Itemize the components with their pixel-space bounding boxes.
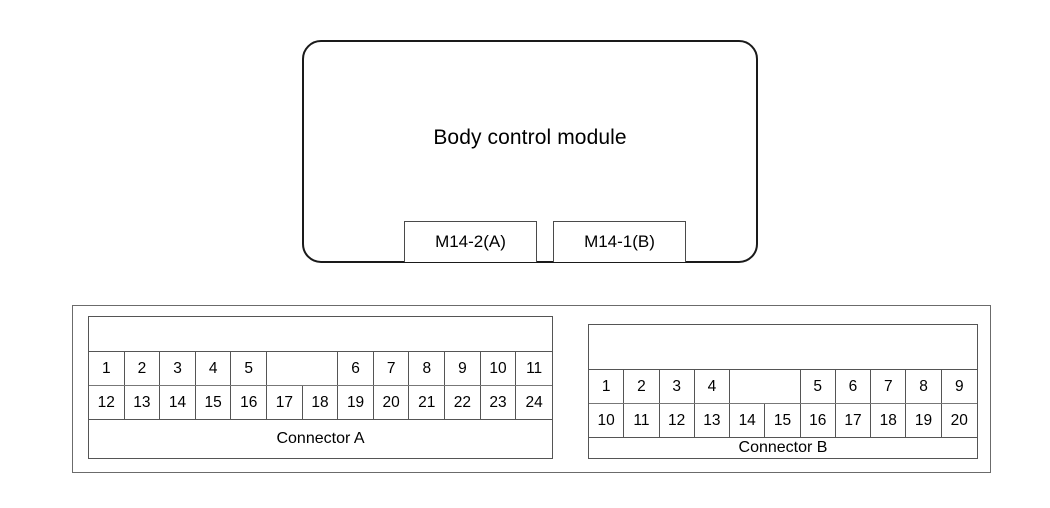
connector-a-pin-17: 17 [267,386,303,419]
connector-b-pin-11: 11 [624,404,660,437]
connector-b-pin-17: 17 [835,404,872,437]
module-connector-tab-b-label: M14-1(B) [584,232,655,251]
connector-a-pin-11: 11 [516,352,552,385]
module-connector-tab-b: M14-1(B) [553,221,686,262]
connector-a-pin-1: 1 [89,352,125,385]
connector-a-pin-6: 6 [338,352,374,385]
connector-a-label: Connector A [276,430,365,447]
connector-b-pin-4: 4 [694,370,731,403]
connector-a-pin-7: 7 [373,352,410,385]
connector-b-pin-3: 3 [659,370,695,403]
connector-b-pin-14: 14 [730,404,766,437]
connector-b-pin-13: 13 [694,404,731,437]
connector-b-pin-20: 20 [941,404,977,437]
connector-a-pin-23: 23 [480,386,517,419]
connector-b-pin-gap [730,370,801,403]
connector-b-pin-16: 16 [800,404,836,437]
connector-b-pin-8: 8 [906,370,942,403]
connector-a-pin-9: 9 [445,352,481,385]
connector-a-pin-20: 20 [373,386,410,419]
connector-a-pin-21: 21 [409,386,446,419]
connector-b-pin-5: 5 [800,370,836,403]
connector-b-pin-2: 2 [624,370,660,403]
connector-a-pin-15: 15 [195,386,232,419]
connector-a-pin-22: 22 [445,386,481,419]
connector-b-pin-10: 10 [589,404,625,437]
connector-b-pin-6: 6 [835,370,872,403]
connector-a-pin-18: 18 [302,386,339,419]
connector-a-pin-gap [267,352,339,385]
connector-a-pin-4: 4 [195,352,232,385]
connector-b-pin-15: 15 [765,404,801,437]
connector-a-pin-13: 13 [124,386,161,419]
connector-b-pin-12: 12 [659,404,695,437]
connector-a-pin-19: 19 [338,386,374,419]
connector-b-pin-18: 18 [871,404,907,437]
module-connector-tab-a: M14-2(A) [404,221,537,262]
module-connector-tab-a-label: M14-2(A) [435,232,506,251]
connector-a-pin-12: 12 [89,386,125,419]
connector-a-pin-5: 5 [231,352,268,385]
connector-a-pin-8: 8 [409,352,446,385]
connector-b-pin-7: 7 [871,370,907,403]
connector-a-pin-2: 2 [124,352,161,385]
connector-a-pin-10: 10 [480,352,517,385]
connector-b-pin-9: 9 [941,370,977,403]
connector-b-label: Connector B [738,439,828,456]
connector-b-blank-header [589,325,977,370]
connector-a-pin-16: 16 [231,386,268,419]
body-control-module-box: Body control module M14-2(A) M14-1(B) [302,40,758,263]
module-title: Body control module [433,126,627,149]
connector-a-pin-14: 14 [160,386,196,419]
connector-a-pin-3: 3 [160,352,196,385]
connector-b-pin-1: 1 [589,370,625,403]
connector-a-pin-24: 24 [516,386,552,419]
connector-b-pin-19: 19 [906,404,942,437]
connector-a-blank-header [89,317,552,352]
